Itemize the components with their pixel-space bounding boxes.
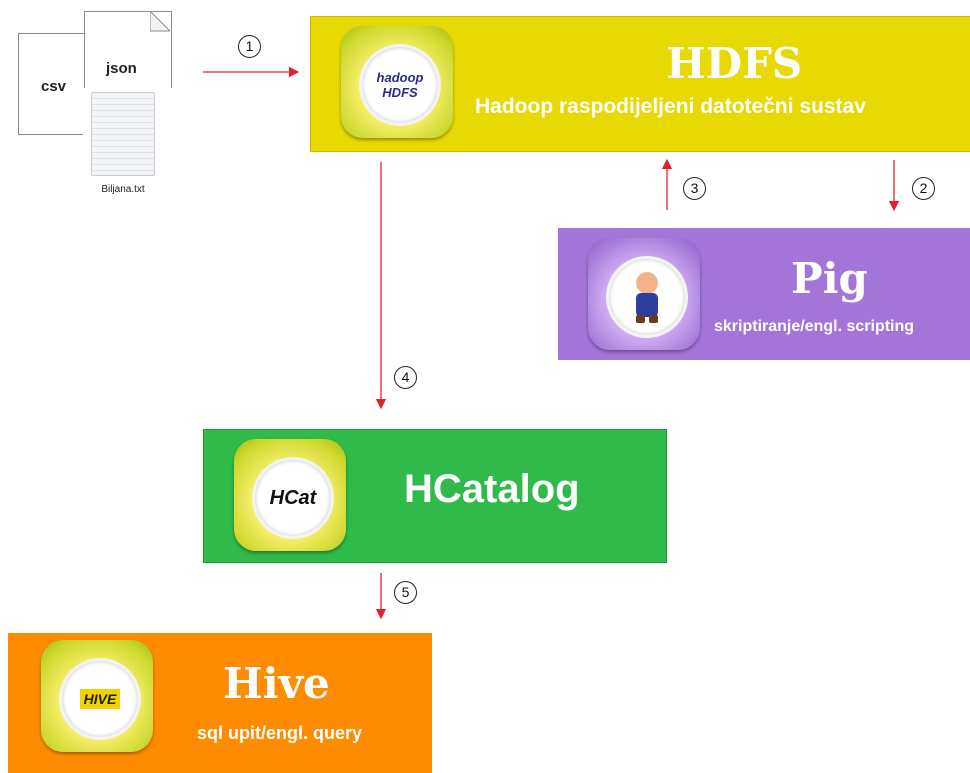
step-4-badge: 4 <box>394 366 417 389</box>
json-file-fold-icon <box>150 11 171 32</box>
pig-icon <box>588 238 700 350</box>
hive-subtitle: sql upit/engl. query <box>197 723 363 743</box>
hdfs-subtitle: Hadoop raspodijeljeni datotečni sustav <box>475 95 866 118</box>
hive-title: Hive <box>223 659 330 708</box>
hcatalog-title: HCatalog <box>404 467 580 511</box>
step-2-badge: 2 <box>912 177 935 200</box>
json-label: json <box>106 60 137 77</box>
txt-document-icon <box>91 92 155 176</box>
pig-subtitle: skriptiranje/engl. scripting <box>714 318 915 335</box>
hdfs-icon-text: hadoop HDFS <box>376 70 424 100</box>
step-1-badge: 1 <box>238 35 261 58</box>
txt-file-name: Biljana.txt <box>101 184 145 195</box>
hive-box: HIVE Hive sql upit/engl. query <box>8 633 432 773</box>
pig-title: Pig <box>791 254 868 303</box>
pig-box: Pig skriptiranje/engl. scripting <box>558 228 970 360</box>
hcat-icon: HCat <box>234 439 346 551</box>
step-5-badge: 5 <box>394 581 417 604</box>
csv-file-icon: csv <box>18 33 90 135</box>
hcat-icon-text: HCat <box>269 486 317 509</box>
step-3-badge: 3 <box>683 177 706 200</box>
hive-icon-text: HIVE <box>79 689 121 709</box>
txt-file-icon: Biljana.txt <box>83 88 173 206</box>
pig-mascot-icon <box>636 272 658 323</box>
hive-icon: HIVE <box>41 640 153 752</box>
hdfs-box: hadoop HDFS HDFS Hadoop raspodijeljeni d… <box>310 16 970 152</box>
hadoop-hdfs-icon: hadoop HDFS <box>341 26 453 138</box>
hcatalog-box: HCat HCatalog <box>203 429 667 563</box>
csv-label: csv <box>41 78 67 95</box>
hdfs-title: HDFS <box>666 39 803 88</box>
